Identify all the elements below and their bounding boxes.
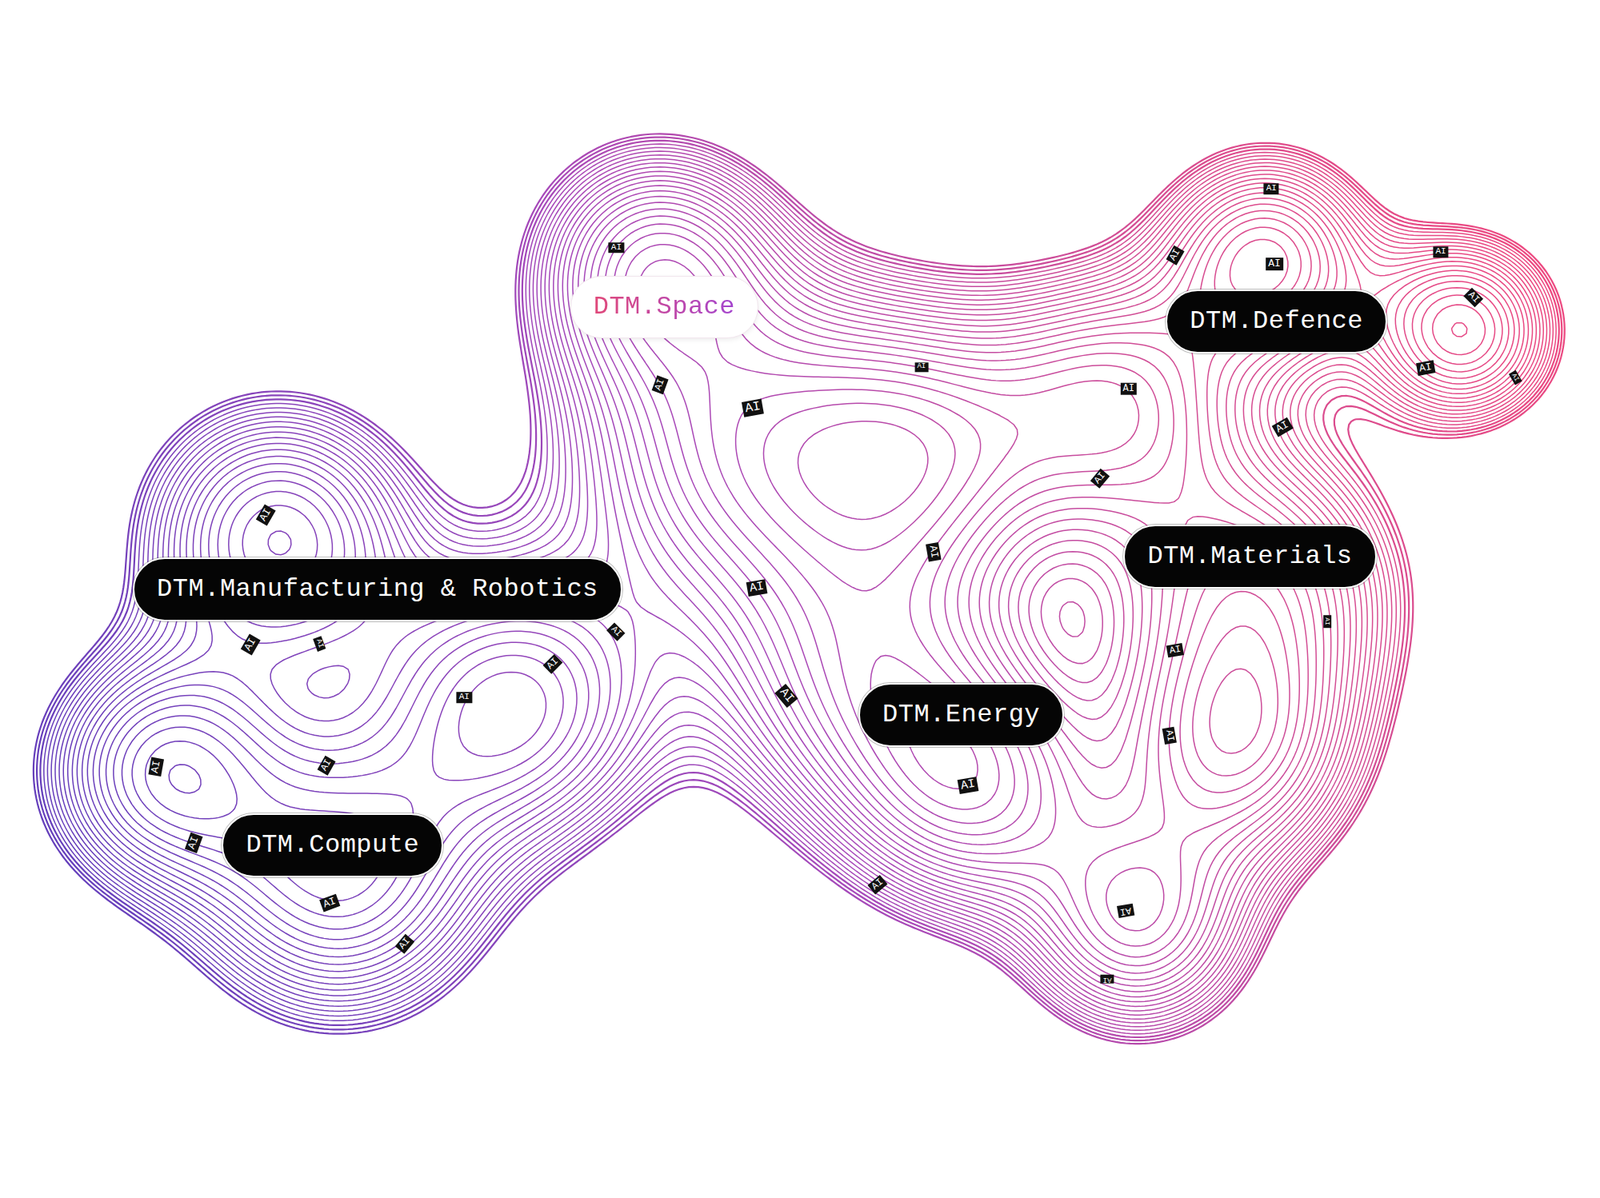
contour-line: [122, 216, 1486, 958]
ai-tag: AI: [184, 832, 203, 854]
ai-tag: AI: [1166, 244, 1185, 265]
pill-label: DTM.Manufacturing & Robotics: [134, 559, 621, 620]
ai-tag: AI: [741, 399, 764, 418]
topic-pill: DTM.Energy: [858, 683, 1064, 748]
ai-tag: AI: [1100, 975, 1115, 984]
ai-tag: AI: [1166, 643, 1185, 658]
ai-tag: AI: [240, 634, 260, 656]
contour-line: [47, 148, 1553, 1032]
ai-tag: AI: [1162, 726, 1177, 745]
ai-tag: AI: [867, 875, 888, 895]
ai-tag: AI: [1265, 258, 1284, 272]
contour-line: [33, 133, 1565, 1044]
ai-tag: AI: [775, 684, 799, 708]
topic-pill: DTM.Materials: [1123, 524, 1376, 589]
contour-line: [798, 421, 928, 520]
ai-tag: AI: [608, 242, 624, 254]
ai-tag: AI: [957, 776, 980, 795]
contour-line: [68, 167, 1537, 1012]
ai-tag: AI: [1120, 383, 1137, 396]
contour-line: [59, 159, 1544, 1020]
ai-tag: AI: [607, 622, 626, 641]
ai-tag: AI: [255, 504, 275, 527]
ai-tag: AI: [312, 636, 326, 652]
ai-tag: AI: [926, 542, 942, 562]
ai-tag: AI: [1090, 468, 1110, 489]
ai-tag: AI: [1508, 370, 1523, 386]
contour-line: [40, 140, 1559, 1038]
ai-tag: AI: [317, 755, 336, 776]
pill-label: DTM.Energy: [860, 684, 1063, 746]
pill-label: DTM.Space: [571, 276, 758, 338]
contour-line: [55, 155, 1547, 1024]
contour-line: [63, 163, 1540, 1016]
topic-pill: DTM.Defence: [1165, 289, 1388, 354]
pill-label: DTM.Defence: [1167, 291, 1386, 352]
ai-tag: AI: [1463, 288, 1484, 308]
pill-label: DTM.Materials: [1124, 526, 1375, 588]
contour-line: [106, 202, 1503, 974]
ai-tag: AI: [1264, 183, 1280, 195]
contour-line: [99, 196, 1509, 981]
contour-line: [44, 144, 1556, 1035]
ai-tag: AI: [456, 692, 472, 704]
ai-tag: AI: [1432, 246, 1448, 258]
contour-line: [51, 151, 1550, 1028]
contour-line: [36, 137, 1562, 1042]
topic-pill: DTM.Space: [570, 276, 759, 339]
ai-tag: AI: [652, 375, 669, 395]
ai-tag: AI: [319, 894, 340, 912]
contour-line: [736, 389, 1262, 810]
ai-tag: AI: [1272, 417, 1294, 437]
ai-tag: AI: [395, 933, 415, 954]
pill-label: DTM.Compute: [223, 815, 442, 876]
ai-tag: AI: [148, 757, 164, 777]
contour-line: [132, 224, 1468, 947]
topic-pill: DTM.Manufacturing & Robotics: [132, 557, 623, 622]
ai-tag: AI: [914, 362, 928, 372]
contour-line: [82, 180, 1524, 998]
topic-pill: DTM.Compute: [221, 813, 444, 878]
contour-line: [87, 185, 1520, 992]
contour-lines: [33, 133, 1565, 1044]
contour-line: [168, 244, 1290, 836]
ai-tag: AI: [1116, 904, 1136, 919]
ai-tag: AI: [746, 579, 768, 597]
ai-tag: AI: [1416, 360, 1436, 376]
contour-line: [76, 176, 1528, 1003]
ai-tag: AI: [543, 654, 564, 675]
contour-line: [72, 171, 1532, 1007]
ai-tag: AI: [1323, 615, 1332, 628]
contour-line: [113, 208, 1496, 966]
contour-line: [92, 191, 1514, 987]
